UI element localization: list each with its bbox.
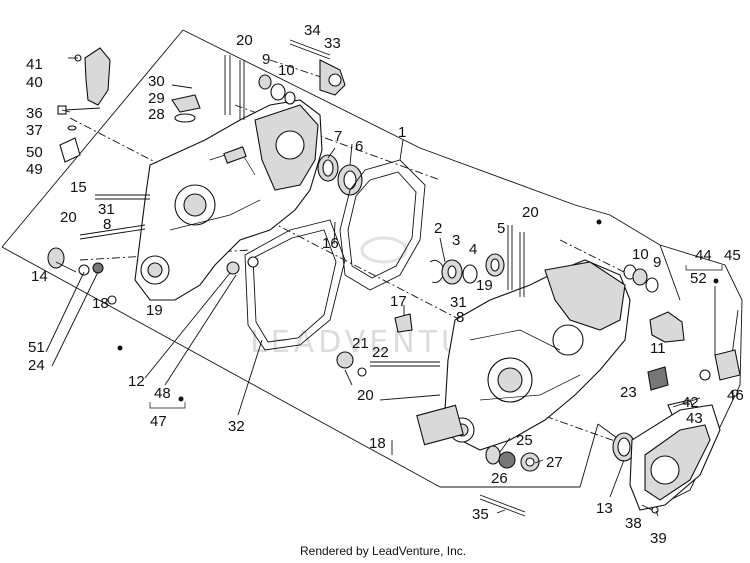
callout-36: 36 [26,105,43,122]
callout-37: 37 [26,122,43,139]
callout-2: 2 [434,220,442,237]
sensor-45-46-52 [685,265,741,397]
leader-lines [45,57,716,517]
bolt-36 [57,105,101,131]
callout-49: 49 [26,161,43,178]
callout-11: 11 [650,340,666,357]
right-crankcase [416,259,631,451]
callout-12: 12 [128,373,145,390]
callout-47: 47 [150,413,167,430]
callout-25: 25 [516,432,533,449]
callout-51: 51 [28,339,45,356]
part-49-50 [59,137,81,163]
callout-27: 27 [546,454,563,471]
bracket-40 [74,47,111,106]
callout-32: 32 [228,418,245,435]
shaft-35 [479,494,526,517]
callout-7: 7 [334,128,342,145]
gear-21-22 [336,351,367,386]
callout-3: 3 [452,232,460,249]
callout-35: 35 [472,506,489,523]
callout-40: 40 [26,74,43,91]
pump-25-27 [485,445,540,472]
callout-31-left: 31 [98,201,115,218]
callout-19-left: 19 [146,302,163,319]
callout-43: 43 [686,410,703,427]
callout-8-right: 8 [456,309,464,326]
callout-28: 28 [148,106,165,123]
callout-50: 50 [26,144,43,161]
callout-33: 33 [324,35,341,52]
callout-17: 17 [390,293,407,310]
clutch-cover-38 [629,404,721,514]
seals-9-10-top [258,74,296,105]
callout-16: 16 [322,235,339,252]
footer-credit: Rendered by LeadVenture, Inc. [300,544,466,558]
studs-20-right [370,225,525,401]
callout-44: 44 [695,247,712,264]
callout-21: 21 [352,335,369,352]
cover-11 [649,311,685,343]
shaft-33-34 [289,39,346,96]
callout-labels: 41 40 36 37 50 49 15 20 31 8 14 18 19 51… [26,22,744,547]
callout-8-left: 8 [103,216,111,233]
callout-4: 4 [469,241,477,258]
callout-26: 26 [491,470,508,487]
callout-1: 1 [398,124,406,141]
tensioner-28-29-30 [171,84,201,123]
callout-18-right: 18 [369,435,386,452]
bearings-6-7 [317,154,363,196]
callout-10-right: 10 [632,246,649,263]
seals-9-10-right [623,264,659,293]
callout-22: 22 [372,344,389,361]
callout-34: 34 [304,22,321,39]
callout-23: 23 [620,384,637,401]
callout-20-left: 20 [60,209,77,226]
callout-41: 41 [26,56,43,73]
callout-30: 30 [148,73,165,90]
callout-13: 13 [596,500,613,517]
gaskets [244,159,426,351]
left-crankcase [134,99,323,301]
part-17 [394,313,413,333]
studs-20-left [79,55,245,240]
assembly-bullets [117,219,719,351]
callout-9-top: 9 [262,51,270,68]
callout-6: 6 [355,138,363,155]
callout-45: 45 [724,247,741,264]
callout-20-top: 20 [236,32,253,49]
callout-15: 15 [70,179,87,196]
callout-52: 52 [690,270,707,287]
callout-14: 14 [31,268,48,285]
callout-5: 5 [497,220,505,237]
callout-46: 46 [727,387,744,404]
callout-39: 39 [650,530,667,547]
callout-31-right: 31 [450,294,467,311]
left-small-parts [47,247,259,409]
bearing-stack-2-5 [429,253,505,285]
callout-19-right: 19 [476,277,493,294]
callout-20-right: 20 [522,204,539,221]
callout-18-left: 18 [92,295,109,312]
callout-38: 38 [625,515,642,532]
callout-42: 42 [682,394,699,411]
callout-20-bottom: 20 [357,387,374,404]
callout-29: 29 [148,90,165,107]
callout-9-right: 9 [653,254,661,271]
callout-48: 48 [154,385,171,402]
callout-10-top: 10 [278,62,295,79]
callout-24: 24 [28,357,45,374]
